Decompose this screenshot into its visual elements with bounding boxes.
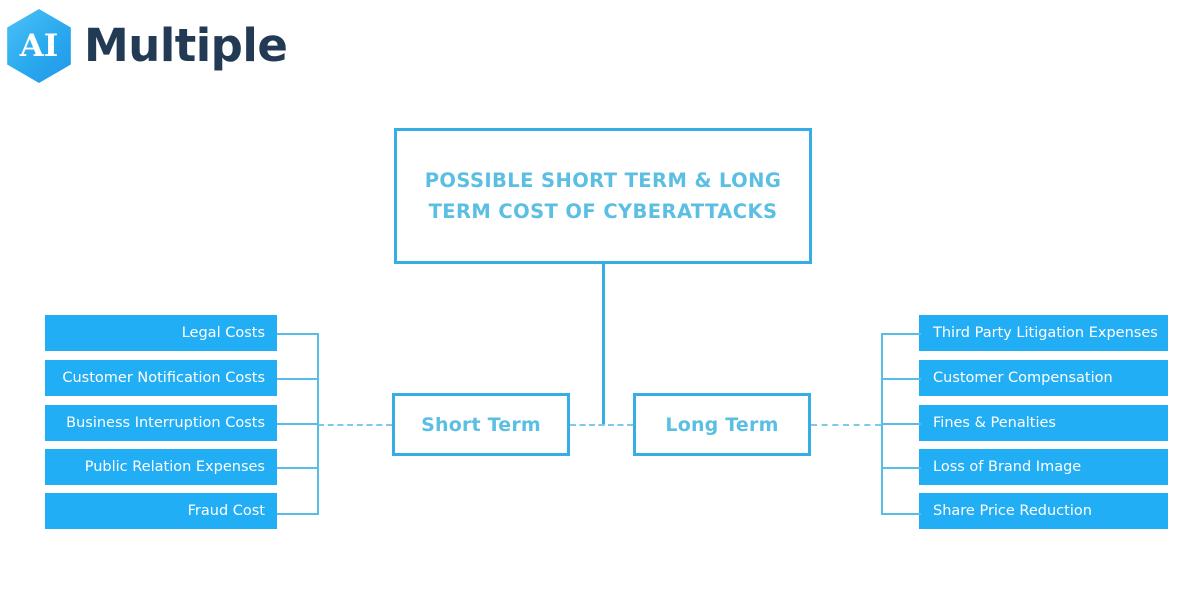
bracket-stub-short-3 — [277, 467, 319, 469]
leaf-label: Public Relation Expenses — [84, 459, 265, 475]
branch-label-short-term: Short Term — [421, 413, 541, 436]
branch-box-long-term[interactable]: Long Term — [633, 393, 811, 456]
dashed-connector-right — [811, 424, 881, 426]
leaf-item-long-1[interactable]: Customer Compensation — [919, 360, 1168, 396]
bracket-stub-short-0 — [277, 333, 319, 335]
leaf-label: Customer Notification Costs — [62, 370, 265, 386]
leaf-item-long-3[interactable]: Loss of Brand Image — [919, 449, 1168, 485]
title-connector-line — [602, 264, 605, 425]
diagram-title-box: POSSIBLE SHORT TERM & LONG TERM COST OF … — [394, 128, 812, 264]
leaf-label: Legal Costs — [181, 325, 265, 341]
aimultiple-logo: AI Multiple — [0, 4, 288, 86]
logo-mark-text: AI — [19, 28, 59, 64]
bracket-stub-short-4 — [277, 513, 319, 515]
dashed-connector-center — [570, 424, 633, 426]
branch-box-short-term[interactable]: Short Term — [392, 393, 570, 456]
leaf-item-short-4[interactable]: Fraud Cost — [45, 493, 277, 529]
leaf-item-long-4[interactable]: Share Price Reduction — [919, 493, 1168, 529]
branch-label-long-term: Long Term — [665, 413, 779, 436]
leaf-label: Business Interruption Costs — [66, 415, 265, 431]
leaf-label: Loss of Brand Image — [933, 459, 1082, 475]
leaf-item-short-0[interactable]: Legal Costs — [45, 315, 277, 351]
leaf-label: Share Price Reduction — [933, 503, 1092, 519]
leaf-item-long-2[interactable]: Fines & Penalties — [919, 405, 1168, 441]
leaf-label: Third Party Litigation Expenses — [933, 325, 1158, 341]
leaf-label: Fraud Cost — [187, 503, 265, 519]
bracket-stub-long-1 — [881, 378, 921, 380]
bracket-stub-short-2 — [277, 423, 319, 425]
diagram-title-text: POSSIBLE SHORT TERM & LONG TERM COST OF … — [424, 169, 782, 223]
bracket-stub-long-2 — [881, 423, 921, 425]
leaf-item-short-2[interactable]: Business Interruption Costs — [45, 405, 277, 441]
leaf-item-short-3[interactable]: Public Relation Expenses — [45, 449, 277, 485]
leaf-item-short-1[interactable]: Customer Notification Costs — [45, 360, 277, 396]
leaf-label: Customer Compensation — [933, 370, 1113, 386]
hexagon-icon — [2, 9, 76, 83]
logo-wordmark: Multiple — [84, 19, 288, 72]
leaf-item-long-0[interactable]: Third Party Litigation Expenses — [919, 315, 1168, 351]
bracket-stub-long-3 — [881, 467, 921, 469]
bracket-stub-long-0 — [881, 333, 921, 335]
dashed-connector-left — [318, 424, 392, 426]
bracket-stub-short-1 — [277, 378, 319, 380]
leaf-label: Fines & Penalties — [933, 415, 1056, 431]
bracket-stub-long-4 — [881, 513, 921, 515]
